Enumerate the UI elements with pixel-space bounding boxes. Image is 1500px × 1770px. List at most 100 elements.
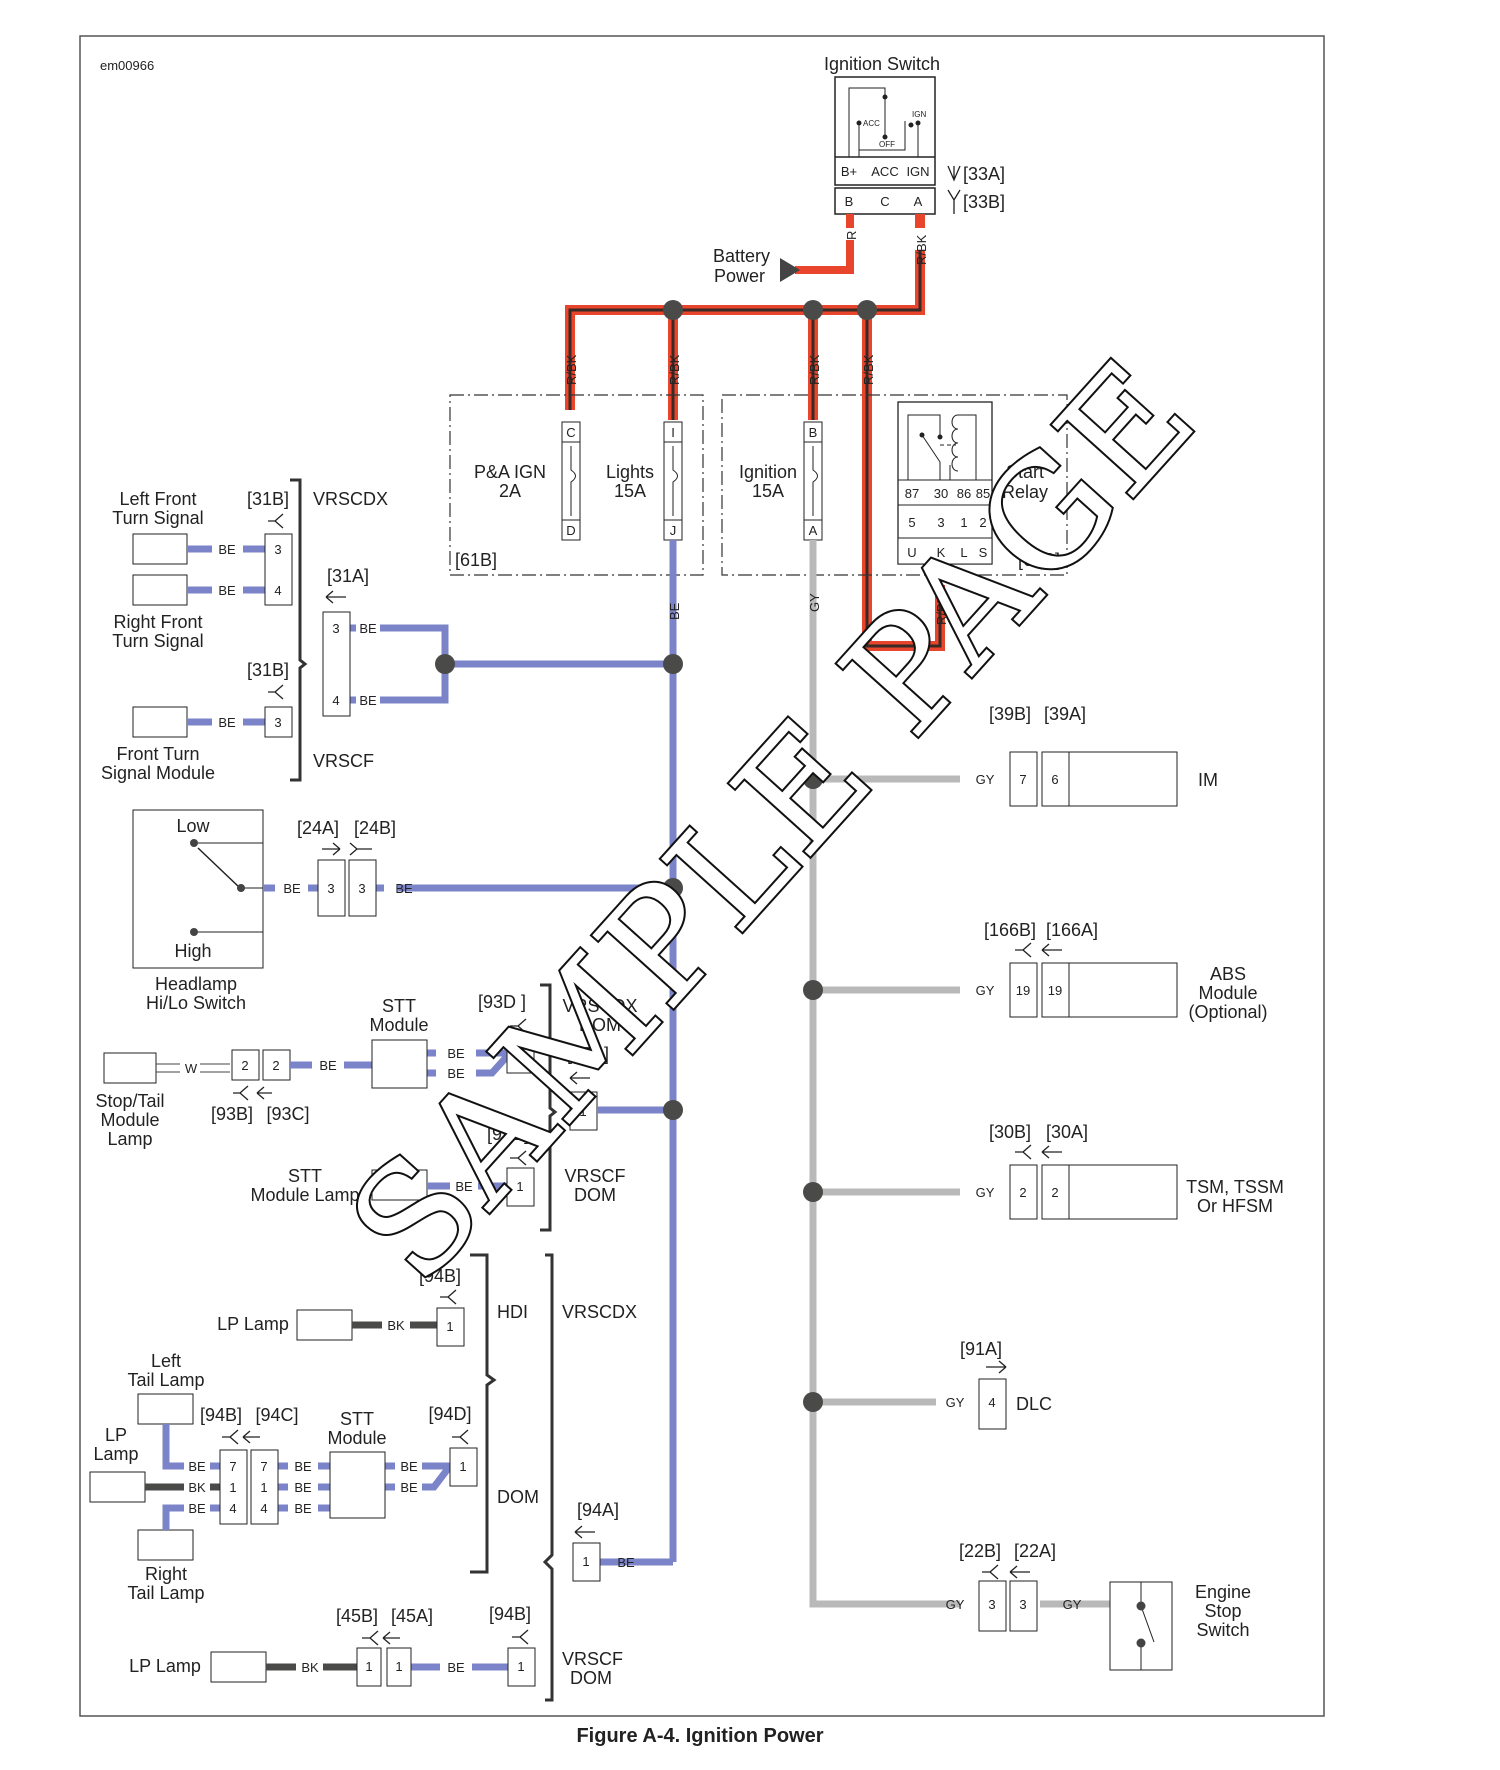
svg-text:30: 30 bbox=[934, 486, 948, 501]
fuse-ignition: B A bbox=[803, 421, 823, 541]
connector-arrow-icon bbox=[1009, 1565, 1030, 1579]
svg-text:L: L bbox=[960, 545, 967, 560]
svg-text:4: 4 bbox=[274, 583, 281, 598]
connector-arrow-icon bbox=[256, 1086, 272, 1100]
svg-text:STT: STT bbox=[340, 1409, 374, 1429]
svg-text:BE: BE bbox=[294, 1480, 312, 1495]
group-brace bbox=[470, 1253, 497, 1574]
svg-text:VRSCDX: VRSCDX bbox=[562, 996, 637, 1016]
fuse-rating: 2A bbox=[499, 481, 521, 501]
svg-text:Left Front: Left Front bbox=[119, 489, 196, 509]
splice bbox=[803, 1392, 823, 1412]
fuse-pa-ign: C D bbox=[561, 421, 581, 541]
fuse-rating: 15A bbox=[752, 481, 784, 501]
connector-id: [31A] bbox=[327, 566, 369, 586]
svg-text:STT: STT bbox=[288, 1166, 322, 1186]
svg-text:1: 1 bbox=[395, 1659, 402, 1674]
svg-text:BE: BE bbox=[400, 1480, 418, 1495]
svg-text:4: 4 bbox=[988, 1395, 995, 1410]
svg-text:BE: BE bbox=[218, 715, 236, 730]
relay-name: Start bbox=[1006, 462, 1044, 482]
connector-id: [24B] bbox=[354, 818, 396, 838]
svg-text:Module: Module bbox=[369, 1015, 428, 1035]
connector-fork-icon bbox=[947, 189, 961, 214]
svg-text:Low: Low bbox=[176, 816, 210, 836]
battery-label: Battery bbox=[713, 246, 770, 266]
svg-text:BE: BE bbox=[188, 1501, 206, 1516]
rear-lighting: LP Lamp BK 1 [94B] Left Tail Lamp LP Lam… bbox=[89, 1253, 637, 1702]
svg-text:GY: GY bbox=[976, 1185, 995, 1200]
svg-text:DOM: DOM bbox=[579, 1015, 621, 1035]
cavity-label: A bbox=[914, 194, 923, 209]
connector-id: [39B] bbox=[989, 704, 1031, 724]
connector-id: [45A] bbox=[391, 1606, 433, 1626]
switch-position: OFF bbox=[879, 140, 895, 149]
svg-text:Module Lamp: Module Lamp bbox=[250, 1185, 359, 1205]
ignition-switch-title: Ignition Switch bbox=[824, 54, 940, 74]
svg-text:VRSCF: VRSCF bbox=[562, 1649, 623, 1669]
connector-arrow-icon bbox=[1041, 943, 1062, 957]
svg-text:BE: BE bbox=[447, 1046, 465, 1061]
connector-fork-icon bbox=[510, 1150, 527, 1166]
cavity-label: C bbox=[880, 194, 889, 209]
svg-text:6: 6 bbox=[1051, 772, 1058, 787]
svg-text:BE: BE bbox=[188, 1459, 206, 1474]
switch-position: ACC bbox=[863, 119, 880, 128]
connector-id: [93B] bbox=[487, 1124, 529, 1144]
svg-text:Tail Lamp: Tail Lamp bbox=[127, 1583, 204, 1603]
svg-text:TSM, TSSM: TSM, TSSM bbox=[1186, 1177, 1284, 1197]
svg-text:BE: BE bbox=[359, 693, 377, 708]
svg-text:Lamp: Lamp bbox=[93, 1444, 138, 1464]
connector-id: [33B] bbox=[963, 192, 1005, 212]
svg-text:BK: BK bbox=[387, 1318, 405, 1333]
connector-arrow-icon bbox=[1041, 1145, 1062, 1159]
connector-id: [94B] bbox=[489, 1604, 531, 1624]
svg-text:BE: BE bbox=[359, 621, 377, 636]
svg-text:3: 3 bbox=[274, 715, 281, 730]
terminal-label: IGN bbox=[906, 164, 929, 179]
svg-text:Lamp: Lamp bbox=[107, 1129, 152, 1149]
svg-text:Engine: Engine bbox=[1195, 1582, 1251, 1602]
svg-text:W: W bbox=[185, 1061, 198, 1076]
group-brace bbox=[540, 983, 558, 1232]
svg-text:BE: BE bbox=[283, 881, 301, 896]
front-turn-signal-module bbox=[132, 706, 188, 738]
connector-fork-icon bbox=[349, 842, 372, 856]
svg-text:DOM: DOM bbox=[497, 1487, 539, 1507]
connector-id: [94C] bbox=[255, 1405, 298, 1425]
svg-text:VRSCDX: VRSCDX bbox=[313, 489, 388, 509]
connector-id: [93B] bbox=[211, 1104, 253, 1124]
group-brace bbox=[290, 478, 308, 782]
right-tail-lamp bbox=[137, 1529, 194, 1561]
terminal-label: B+ bbox=[841, 164, 857, 179]
svg-text:1: 1 bbox=[446, 1319, 453, 1334]
svg-text:LP Lamp: LP Lamp bbox=[217, 1314, 289, 1334]
battery-label-2: Power bbox=[714, 266, 765, 286]
fuse-rating: 15A bbox=[614, 481, 646, 501]
connector-id: [94B] bbox=[419, 1266, 461, 1286]
cavity-label: B bbox=[845, 194, 854, 209]
splice bbox=[803, 769, 823, 789]
connector-arrow-icon bbox=[947, 165, 961, 182]
connector-id: [94A] bbox=[577, 1500, 619, 1520]
svg-text:4: 4 bbox=[229, 1501, 236, 1516]
svg-text:1: 1 bbox=[516, 1179, 523, 1194]
svg-text:Right Front: Right Front bbox=[113, 612, 202, 632]
start-relay: 87 30 86 85 5 3 1 2 U K L S bbox=[897, 401, 993, 565]
svg-text:BE: BE bbox=[447, 1660, 465, 1675]
front-turn-signals: Left Front Turn Signal Right Front Turn … bbox=[101, 478, 388, 783]
load-abs: [166B] [166A] GY 19 19 ABS Module (Optio… bbox=[976, 920, 1268, 1022]
wire-label: R/BK bbox=[807, 354, 822, 385]
wire-label: R bbox=[844, 231, 859, 240]
svg-text:4: 4 bbox=[332, 693, 339, 708]
svg-text:High: High bbox=[174, 941, 211, 961]
connector-id: [45B] bbox=[336, 1606, 378, 1626]
svg-text:1: 1 bbox=[579, 1104, 586, 1119]
load-tsm: [30B] [30A] GY 2 2 TSM, TSSM Or HFSM bbox=[976, 1122, 1284, 1220]
wire-label: BE bbox=[667, 602, 682, 620]
page-border bbox=[79, 35, 1325, 1717]
wire-label: R/BK bbox=[564, 354, 579, 385]
wire-label: R/BK bbox=[861, 354, 876, 385]
svg-text:Switch: Switch bbox=[1196, 1620, 1249, 1640]
